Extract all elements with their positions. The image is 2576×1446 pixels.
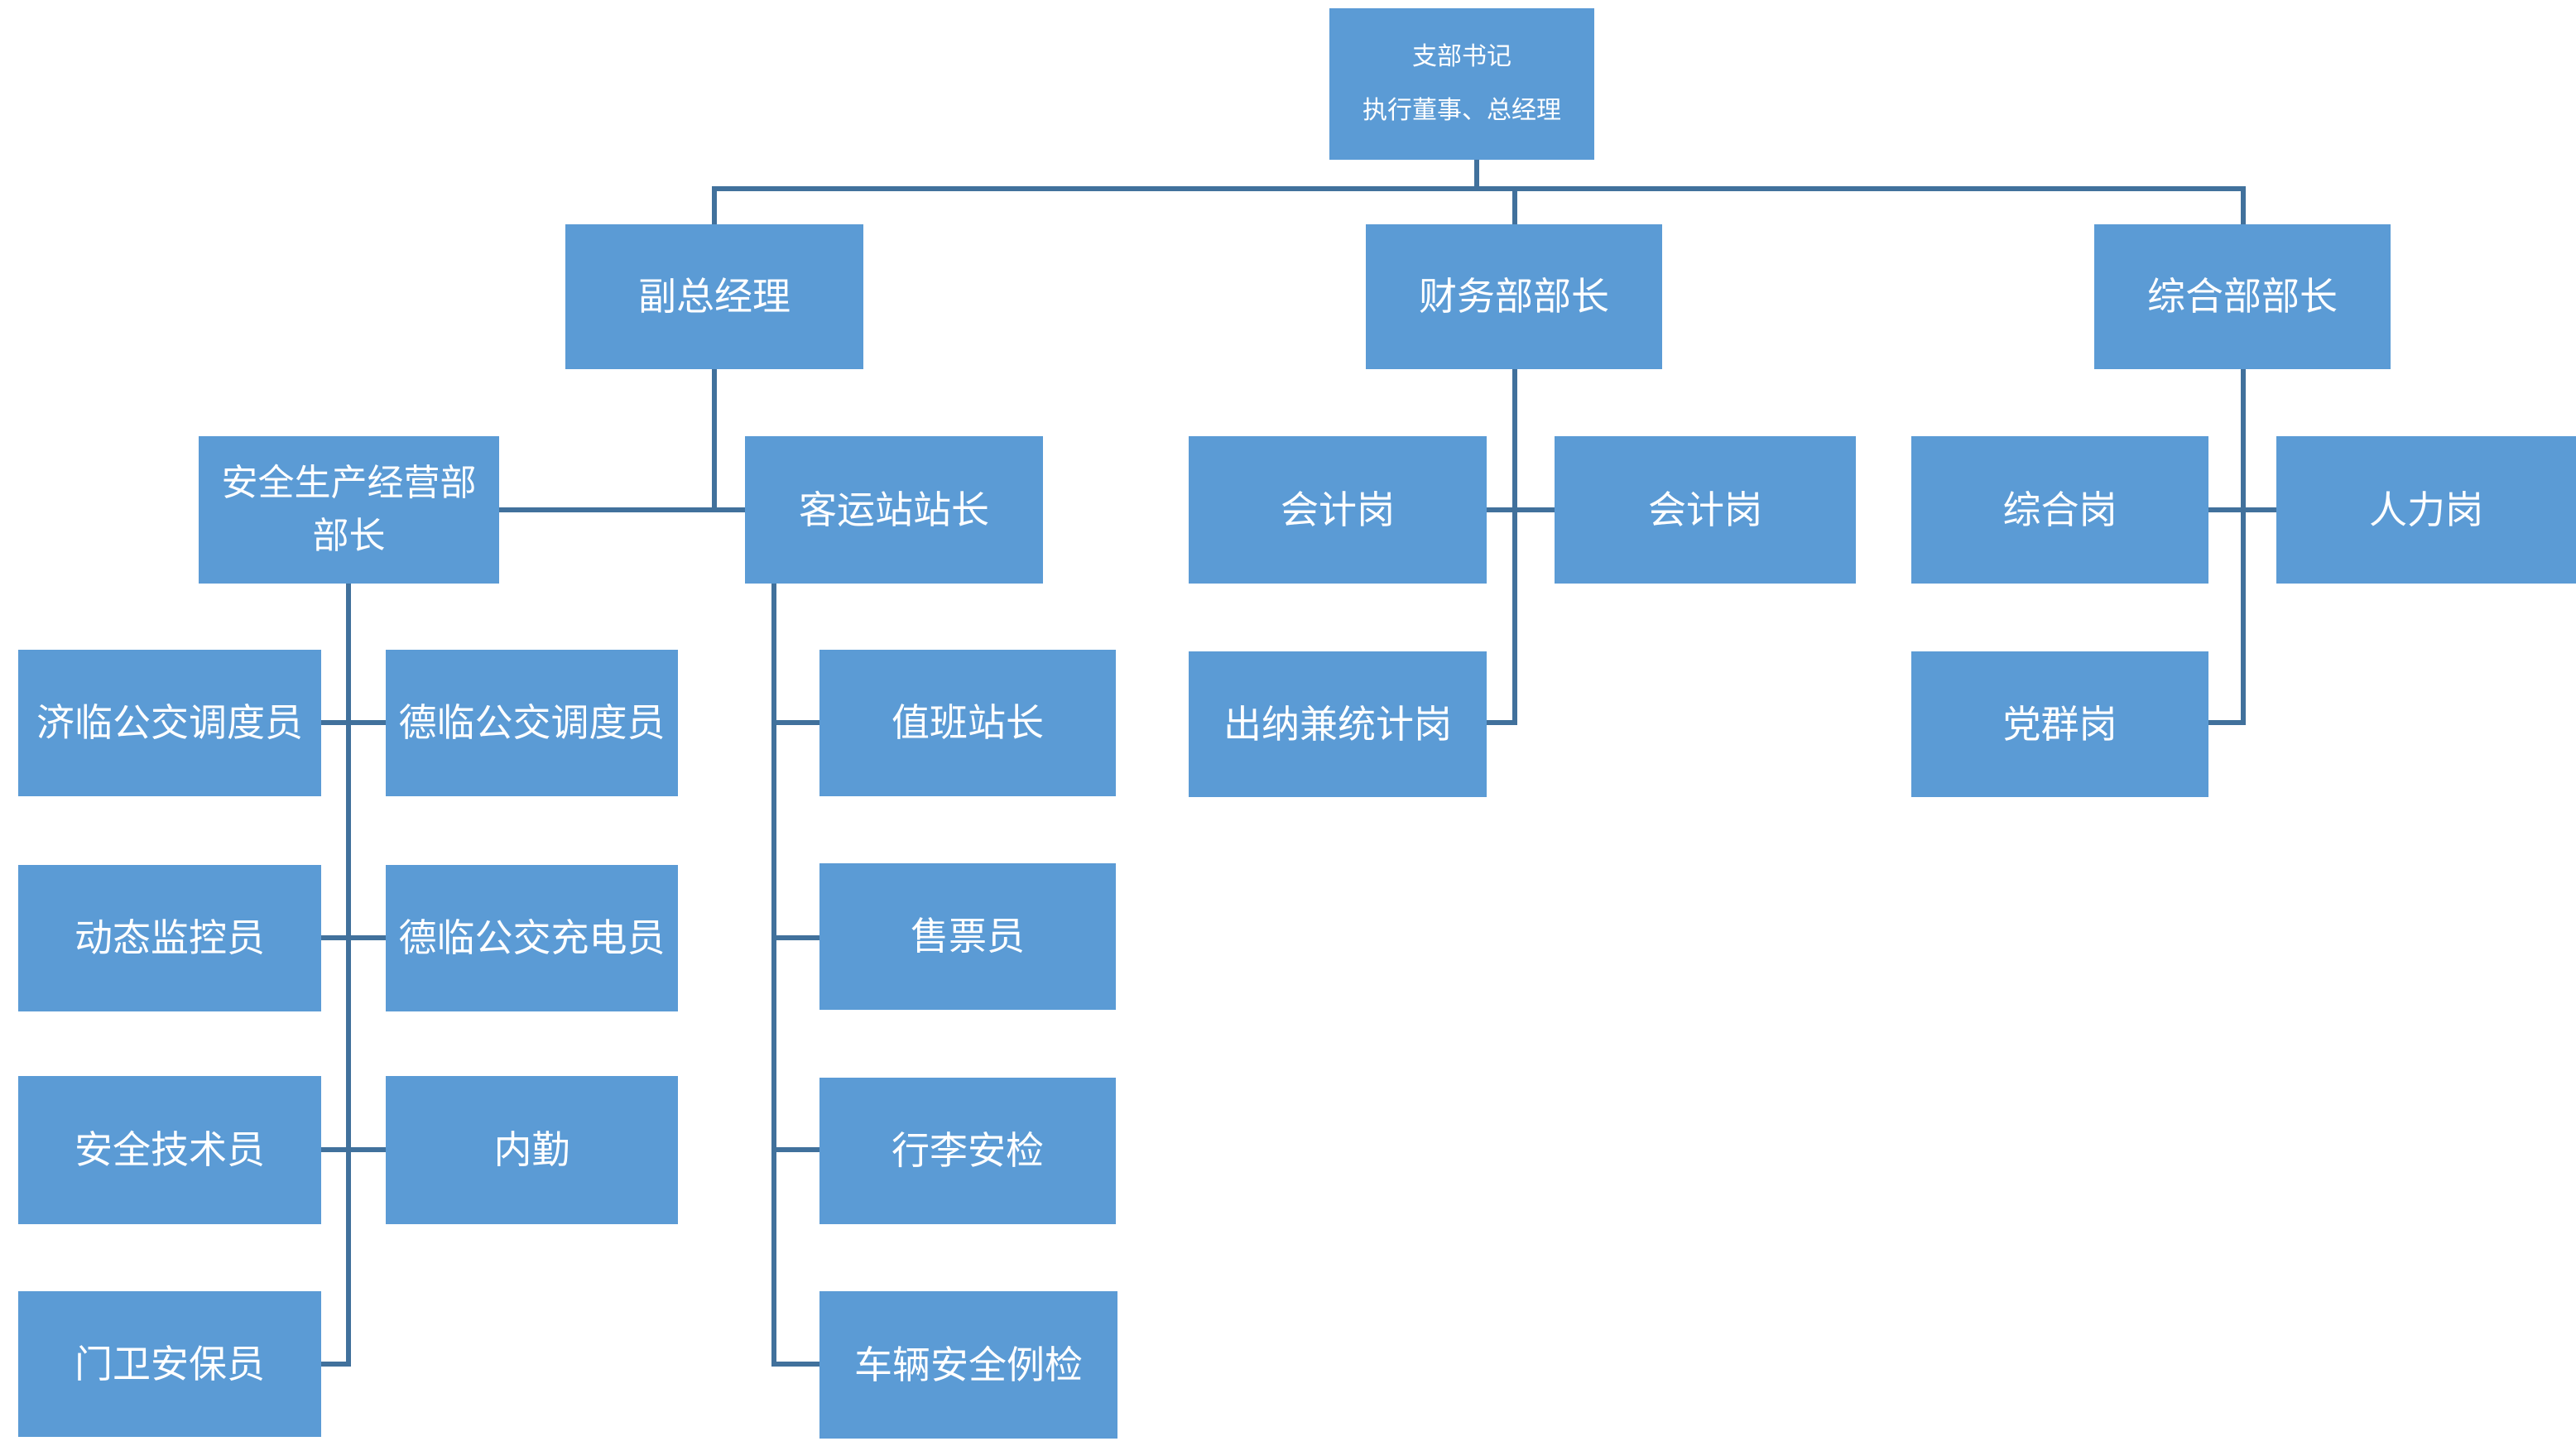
connector-stub-monitor-charger xyxy=(321,935,386,940)
org-node-general-post: 综合岗 xyxy=(1911,436,2208,584)
org-node-party-mass-post: 党群岗 xyxy=(1911,651,2208,797)
connector-deputy-gm-drop xyxy=(712,369,717,512)
org-node-label: 支部书记 xyxy=(1412,43,1511,70)
connector-root-drop xyxy=(1474,160,1479,190)
org-node-general-dept-head: 综合部部长 xyxy=(2094,224,2391,369)
connector-stub-vehicle-check xyxy=(771,1362,819,1367)
org-node-label: 会计岗 xyxy=(1648,488,1762,531)
org-node-accounting-post-1: 会计岗 xyxy=(1189,436,1487,584)
org-node-label: 济临公交调度员 xyxy=(36,701,303,744)
connector-stub-dispatchers xyxy=(321,720,386,725)
org-node-jilin-bus-dispatcher: 济临公交调度员 xyxy=(18,650,321,796)
org-node-label: 执行董事、总经理 xyxy=(1362,96,1561,124)
org-node-passenger-station-head: 客运站站长 xyxy=(745,436,1043,584)
org-node-label: 客运站站长 xyxy=(799,488,989,531)
org-node-label: 党群岗 xyxy=(2002,702,2117,746)
org-node-label: 财务部部长 xyxy=(1419,275,1609,318)
org-node-label: 德临公交充电员 xyxy=(398,916,666,959)
org-node-safety-production-dept-head: 安全生产经营部部长 xyxy=(199,436,499,584)
connector-safety-to-station xyxy=(499,507,745,512)
org-node-finance-dept-head: 财务部部长 xyxy=(1366,224,1662,369)
org-node-label: 综合部部长 xyxy=(2147,275,2338,318)
connector-stub-guard xyxy=(321,1362,351,1367)
org-node-label: 人力岗 xyxy=(2369,488,2483,531)
connector-stub-duty-master xyxy=(771,720,819,725)
org-node-vehicle-safety-inspection: 车辆安全例检 xyxy=(819,1291,1117,1439)
org-node-label: 出纳兼统计岗 xyxy=(1223,702,1452,746)
connector-stub-accounting xyxy=(1487,507,1555,512)
connector-finance-branch-trunk xyxy=(1512,369,1517,725)
org-node-label: 行李安检 xyxy=(892,1129,1044,1172)
connector-safety-branch-trunk xyxy=(346,584,351,1367)
org-node-label: 安全生产经营部部长 xyxy=(221,463,477,556)
org-node-gate-security-guard: 门卫安保员 xyxy=(18,1291,321,1437)
connector-stub-luggage-check xyxy=(771,1147,819,1152)
org-node-safety-technician: 安全技术员 xyxy=(18,1076,321,1224)
connector-stub-general-hr xyxy=(2208,507,2276,512)
connector-stub-party-post xyxy=(2208,720,2246,725)
connector-station-branch-trunk xyxy=(771,584,776,1367)
connector-stub-safetytech-clerk xyxy=(321,1147,386,1152)
org-node-label: 售票员 xyxy=(911,915,1025,958)
org-node-label: 动态监控员 xyxy=(74,916,265,959)
org-node-cashier-statistics-post: 出纳兼统计岗 xyxy=(1189,651,1487,797)
org-node-label: 会计岗 xyxy=(1281,488,1395,531)
org-node-label: 安全技术员 xyxy=(74,1128,265,1171)
connector-level2-bus xyxy=(712,186,2246,191)
org-node-dynamic-monitor: 动态监控员 xyxy=(18,865,321,1011)
org-node-label: 内勤 xyxy=(493,1128,570,1171)
connector-stub-ticket-seller xyxy=(771,935,819,940)
connector-general-branch-trunk xyxy=(2241,369,2246,725)
connector-stub-cashier xyxy=(1487,720,1517,725)
org-node-label: 综合岗 xyxy=(2002,488,2117,531)
org-node-duty-station-master: 值班站长 xyxy=(819,650,1116,796)
org-node-branch-secretary-gm: 支部书记 执行董事、总经理 xyxy=(1329,8,1594,160)
connector-bus-to-finance-head xyxy=(1512,189,1517,224)
org-node-label: 值班站长 xyxy=(892,701,1044,744)
org-node-deputy-general-manager: 副总经理 xyxy=(565,224,863,369)
connector-bus-to-general-head xyxy=(2241,189,2246,224)
connector-bus-to-deputy-gm xyxy=(712,189,717,224)
org-node-office-clerk: 内勤 xyxy=(386,1076,678,1224)
org-node-label: 车辆安全例检 xyxy=(854,1343,1083,1386)
org-node-label: 德临公交调度员 xyxy=(398,701,666,744)
org-node-label: 门卫安保员 xyxy=(74,1342,265,1386)
org-node-label: 副总经理 xyxy=(638,275,791,318)
org-node-delin-bus-dispatcher: 德临公交调度员 xyxy=(386,650,678,796)
org-node-accounting-post-2: 会计岗 xyxy=(1555,436,1856,584)
org-node-hr-post: 人力岗 xyxy=(2276,436,2576,584)
org-node-ticket-seller: 售票员 xyxy=(819,863,1116,1010)
org-node-delin-bus-charger: 德临公交充电员 xyxy=(386,865,678,1011)
org-node-luggage-security-check: 行李安检 xyxy=(819,1078,1116,1224)
